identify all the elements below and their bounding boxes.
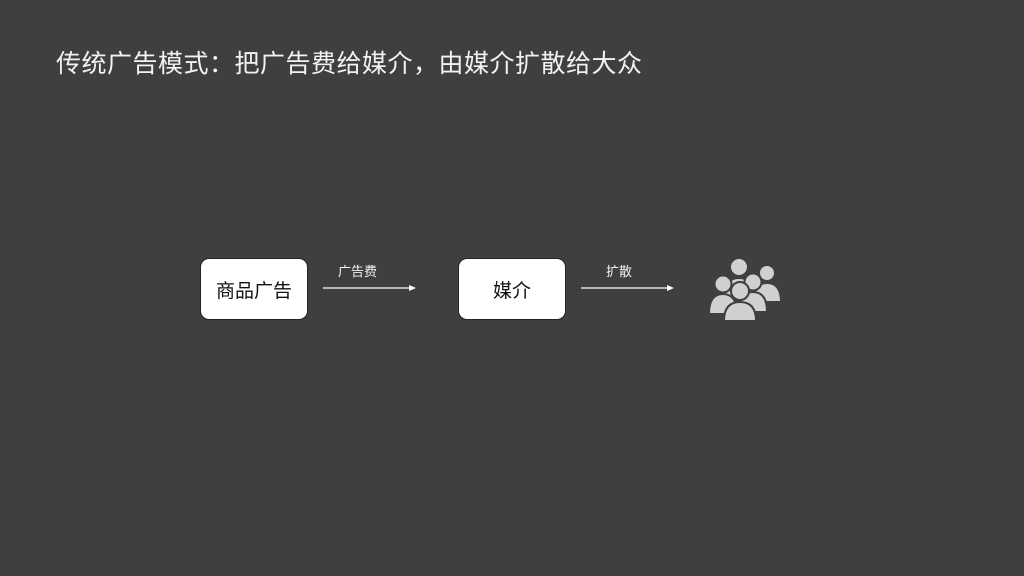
edge-label-spread: 扩散 — [606, 265, 633, 280]
node-goods-ad-label: 商品广告 — [215, 279, 292, 302]
edge-label-fee: 广告费 — [338, 265, 378, 280]
slide-title: 传统广告模式：把广告费给媒介，由媒介扩散给大众 — [56, 49, 643, 78]
people-group-icon — [707, 257, 783, 322]
node-media-label: 媒介 — [492, 279, 531, 302]
arrow-right-icon — [323, 285, 416, 291]
node-media: 媒介 — [458, 258, 566, 320]
node-goods-ad: 商品广告 — [200, 258, 308, 320]
arrow-right-icon — [581, 285, 674, 291]
